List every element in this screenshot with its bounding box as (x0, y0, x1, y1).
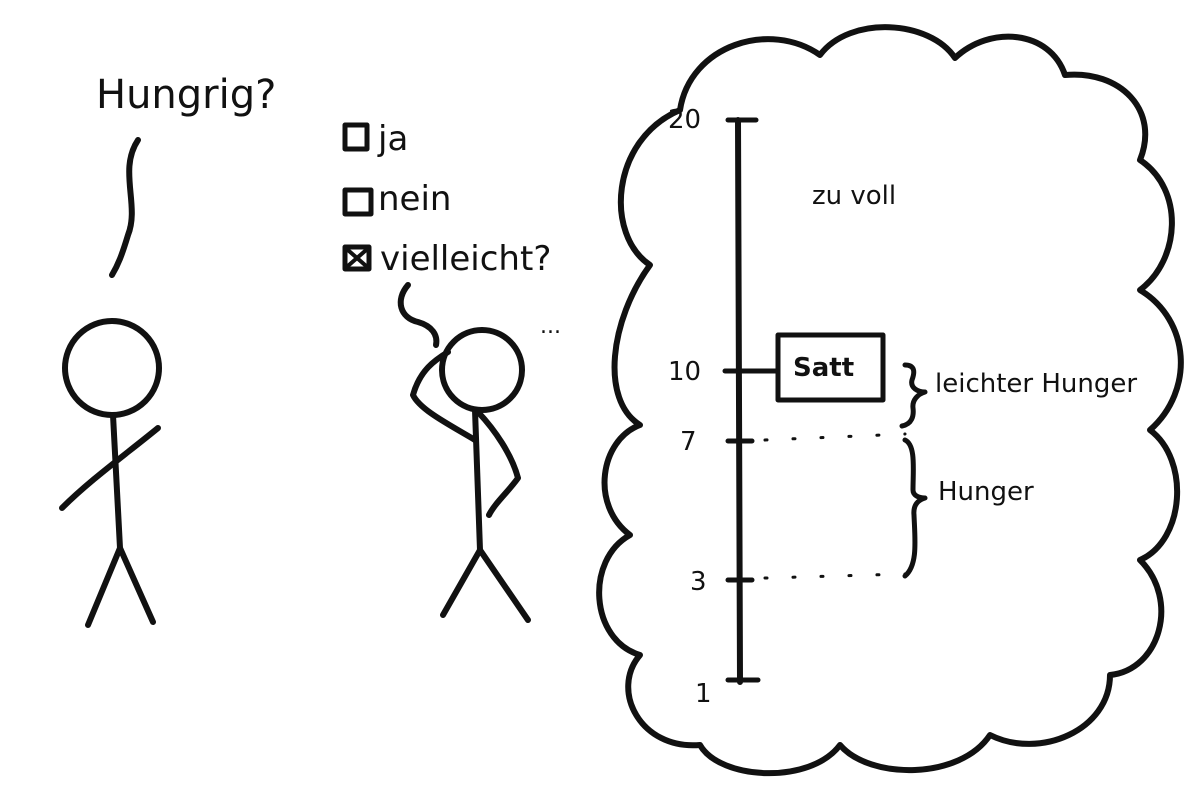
thought-mark: ... (540, 314, 561, 339)
checkbox-nein[interactable] (342, 187, 374, 217)
checkmark-x-icon (347, 249, 367, 267)
figure-body (110, 412, 123, 551)
asking-stick-figure (59, 137, 162, 628)
zone-label-zu-voll: zu voll (812, 181, 896, 211)
zone-label-leichter-hunger: leichter Hunger (935, 369, 1137, 399)
satt-box (775, 332, 886, 403)
answer-squiggle (397, 282, 440, 348)
thought-cloud (596, 24, 1184, 777)
scale-axis (735, 117, 743, 685)
option-label-nein: nein (378, 179, 451, 219)
figure-legs (440, 547, 531, 623)
checkbox-ja[interactable] (342, 122, 370, 152)
figure-arm-head (410, 349, 478, 443)
figure-arm-hip (475, 409, 521, 518)
tick-label-7: 7 (680, 427, 697, 457)
brace-hunger (902, 437, 928, 579)
options-list: ja nein vielleicht? (342, 119, 551, 279)
figure-legs (85, 545, 156, 628)
thinking-stick-figure: ... (397, 282, 561, 623)
tick-label-1: 1 (695, 679, 712, 709)
figure-arms (59, 425, 161, 511)
zone-label-hunger: Hunger (938, 477, 1034, 507)
tick-label-20: 20 (668, 105, 701, 135)
tick-label-3: 3 (690, 567, 707, 597)
tick-label-10: 10 (668, 357, 701, 387)
option-label-vielleicht: vielleicht? (380, 239, 551, 279)
brace-leichter-hunger (899, 362, 928, 429)
option-label-ja: ja (377, 119, 408, 159)
dotted-guide-3 (763, 572, 907, 580)
dotted-guide-7 (763, 432, 907, 442)
hunger-scale: 20 10 7 3 1 Satt zu voll leichter Hunger… (668, 105, 1137, 709)
figure-body (472, 407, 483, 553)
figure-head (439, 327, 525, 413)
checkbox-vielleicht[interactable] (342, 244, 372, 272)
figure-head (62, 318, 162, 418)
satt-label: Satt (793, 353, 854, 383)
question-label: Hungrig? (96, 72, 276, 118)
speech-squiggle (109, 137, 141, 278)
